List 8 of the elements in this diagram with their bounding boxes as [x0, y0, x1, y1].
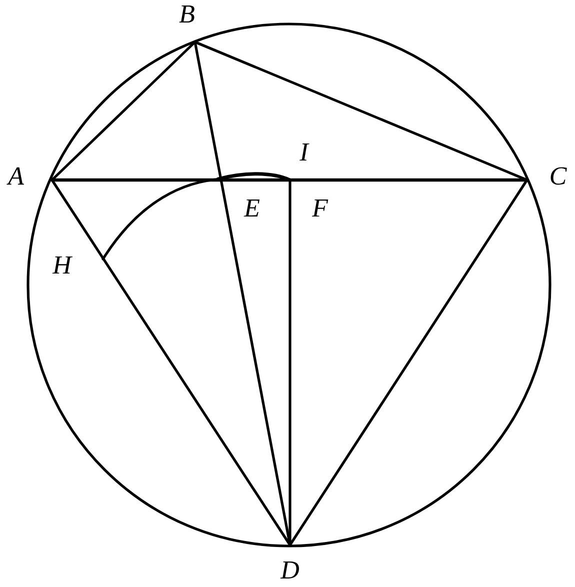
- point-label: D: [280, 561, 299, 579]
- point-label: H: [52, 256, 73, 274]
- point-label: A: [6, 167, 24, 185]
- point-label: I: [300, 143, 310, 160]
- point-label: C: [550, 167, 567, 185]
- point-label: E: [244, 199, 260, 216]
- point-label: B: [179, 5, 194, 23]
- point-label: F: [312, 199, 328, 216]
